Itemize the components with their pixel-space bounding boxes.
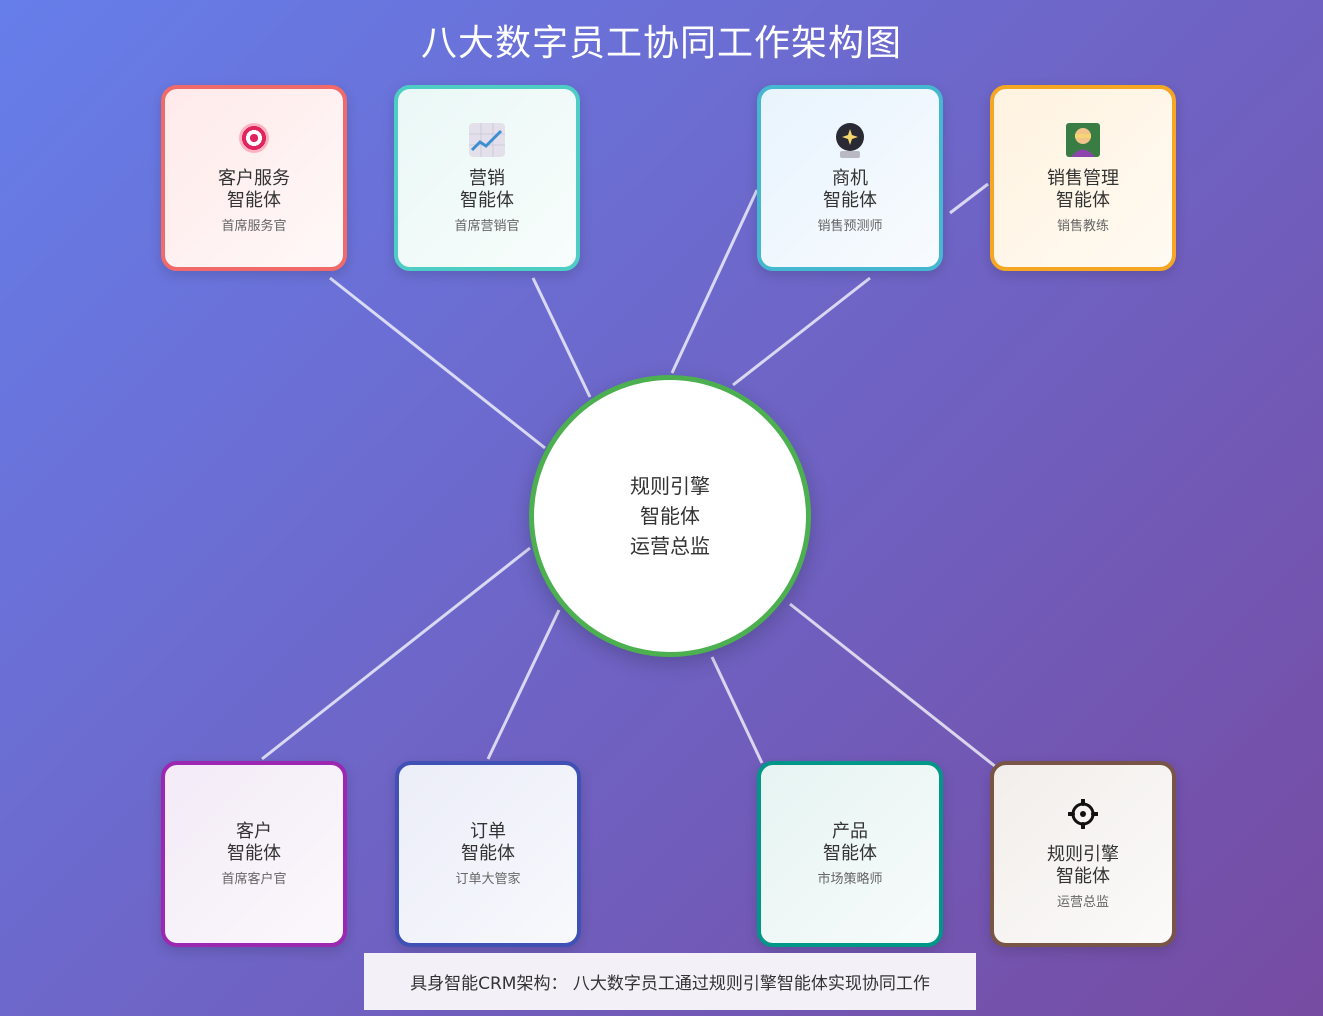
card-sales-management[interactable]: 销售管理 智能体 销售教练 bbox=[990, 85, 1176, 271]
line-rule-engine bbox=[789, 602, 997, 769]
card-role: 销售预测师 bbox=[817, 219, 883, 234]
card-name-line2: 智能体 bbox=[461, 843, 515, 864]
center-rule-engine-hub[interactable]: 规则引擎 智能体 运营总监 bbox=[529, 375, 811, 657]
card-marketing[interactable]: 营销 智能体 首席营销官 bbox=[394, 85, 580, 271]
crystal-ball-icon bbox=[833, 122, 867, 162]
card-name-line1: 营销 bbox=[469, 168, 505, 189]
gear-icon bbox=[1067, 798, 1099, 838]
card-role: 运营总监 bbox=[1056, 895, 1109, 910]
card-name-line1: 产品 bbox=[832, 821, 868, 842]
card-role: 首席营销官 bbox=[454, 219, 520, 234]
teacher-icon bbox=[1065, 122, 1101, 162]
line-marketing bbox=[531, 277, 592, 398]
line-product bbox=[710, 656, 764, 764]
card-product[interactable]: 产品 智能体 市场策略师 bbox=[757, 761, 943, 947]
card-name-line1: 规则引擎 bbox=[1047, 844, 1119, 865]
card-role: 销售教练 bbox=[1056, 219, 1109, 234]
center-line3: 运营总监 bbox=[630, 534, 710, 558]
center-line2: 智能体 bbox=[640, 504, 700, 528]
footer-caption: 具身智能CRM架构： 八大数字员工通过规则引擎智能体实现协同工作 bbox=[364, 953, 976, 1010]
line-order bbox=[486, 609, 561, 760]
line-customer-service bbox=[329, 276, 546, 450]
page-title: 八大数字员工协同工作架构图 bbox=[420, 23, 902, 64]
card-role: 订单大管家 bbox=[455, 872, 521, 887]
card-name-line2: 智能体 bbox=[227, 843, 281, 864]
center-line1: 规则引擎 bbox=[630, 474, 710, 498]
card-name-line2: 智能体 bbox=[1056, 866, 1110, 887]
line-customer bbox=[261, 546, 531, 761]
card-name-line1: 客户服务 bbox=[218, 168, 290, 189]
card-name-line2: 智能体 bbox=[823, 190, 877, 211]
card-name-line2: 智能体 bbox=[227, 190, 281, 211]
card-order[interactable]: 订单 智能体 订单大管家 bbox=[395, 761, 581, 947]
card-name-line2: 智能体 bbox=[1056, 190, 1110, 211]
card-rule-engine[interactable]: 规则引擎 智能体 运营总监 bbox=[990, 761, 1176, 947]
line-sales-mgmt-b bbox=[732, 276, 871, 387]
card-customer-service[interactable]: 客户服务 智能体 首席服务官 bbox=[161, 85, 347, 271]
card-name-line2: 智能体 bbox=[823, 843, 877, 864]
line-sales-mgmt-a bbox=[949, 182, 989, 215]
card-name-line1: 客户 bbox=[236, 821, 272, 842]
card-customer[interactable]: 客户 智能体 首席客户官 bbox=[161, 761, 347, 947]
card-role: 首席服务官 bbox=[221, 219, 287, 234]
card-name-line1: 订单 bbox=[470, 821, 506, 842]
target-icon bbox=[239, 122, 269, 162]
chart-increasing-icon bbox=[468, 122, 506, 162]
card-opportunity[interactable]: 商机 智能体 销售预测师 bbox=[757, 85, 943, 271]
card-role: 首席客户官 bbox=[221, 872, 287, 887]
card-name-line1: 商机 bbox=[832, 168, 868, 189]
card-role: 市场策略师 bbox=[817, 872, 883, 887]
line-opportunity bbox=[670, 189, 759, 374]
card-name-line1: 销售管理 bbox=[1047, 168, 1119, 189]
card-name-line2: 智能体 bbox=[460, 190, 514, 211]
